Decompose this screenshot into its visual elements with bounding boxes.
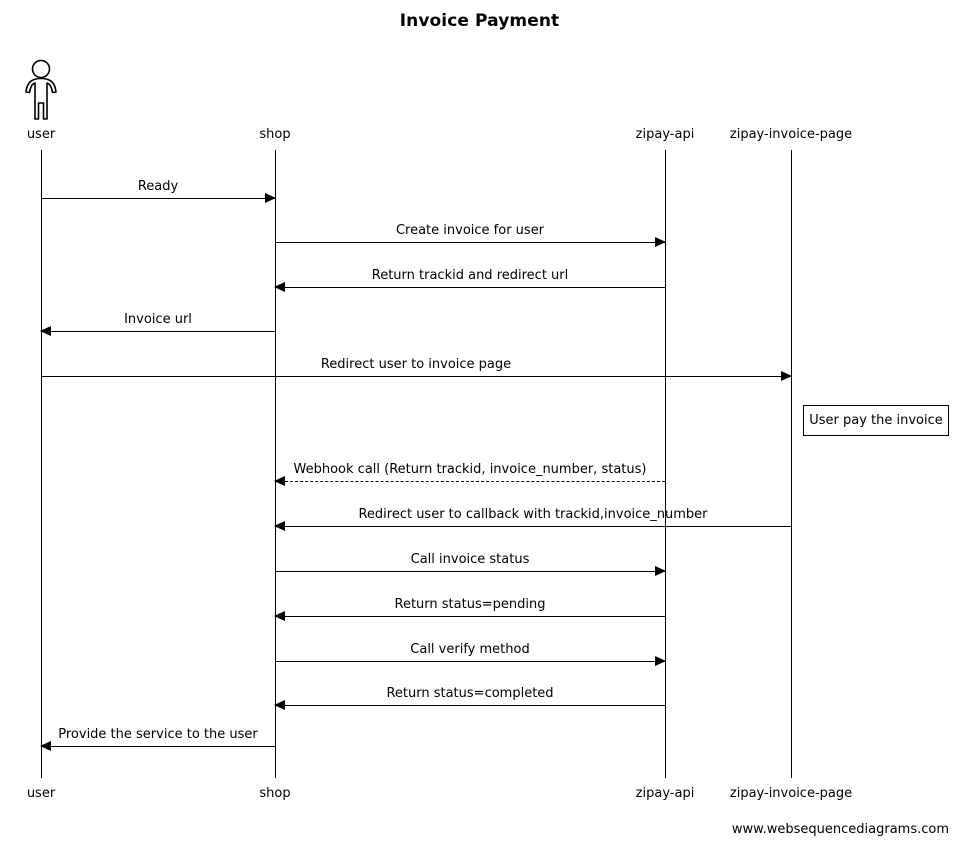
- participant-label-user-bottom: user: [26, 786, 56, 801]
- arrowhead-right-icon: [655, 566, 666, 576]
- note-user-pay-the-invoice: User pay the invoice: [803, 405, 949, 436]
- arrowhead-left-icon: [40, 741, 51, 751]
- participant-label-zipay-invoice-page-bottom: zipay-invoice-page: [729, 786, 853, 801]
- message-label: Ready: [137, 179, 179, 194]
- lifeline-zipay-invoice-page: [791, 150, 792, 778]
- arrowhead-left-icon: [274, 521, 285, 531]
- arrowhead-right-icon: [265, 193, 276, 203]
- lifeline-user: [41, 150, 42, 778]
- arrowhead-right-icon: [655, 237, 666, 247]
- arrowhead-left-icon: [40, 326, 51, 336]
- arrowhead-right-icon: [655, 656, 666, 666]
- message-label: Webhook call (Return trackid, invoice_nu…: [293, 462, 647, 477]
- message-line: [41, 746, 275, 747]
- message-line: [275, 705, 665, 706]
- message-label: Return status=pending: [394, 597, 546, 612]
- participant-label-zipay-api-top: zipay-api: [635, 127, 695, 142]
- message-label: Invoice url: [124, 312, 192, 327]
- message-line: [41, 331, 275, 332]
- message-label: Call verify method: [410, 642, 530, 657]
- lifeline-shop: [275, 150, 276, 778]
- arrowhead-right-icon: [781, 371, 792, 381]
- page-title: Invoice Payment: [399, 11, 560, 31]
- lifeline-zipay-api: [665, 150, 666, 778]
- footer-attribution: www.websequencediagrams.com: [731, 822, 949, 837]
- message-line: [275, 616, 665, 617]
- message-line: [41, 198, 275, 199]
- message-label: Call invoice status: [410, 552, 530, 567]
- message-label: Redirect user to callback with trackid,i…: [358, 507, 708, 522]
- message-line: [275, 661, 665, 662]
- message-line: [41, 376, 791, 377]
- arrowhead-left-icon: [274, 282, 285, 292]
- arrowhead-left-icon: [274, 700, 285, 710]
- participant-label-user-top: user: [26, 127, 56, 142]
- message-label: Return trackid and redirect url: [371, 268, 569, 283]
- message-line-dashed: [275, 481, 665, 482]
- message-line: [275, 526, 791, 527]
- actor-user-icon: [19, 59, 63, 121]
- arrowhead-left-icon: [274, 476, 285, 486]
- message-line: [275, 287, 665, 288]
- message-line: [275, 571, 665, 572]
- message-line: [275, 242, 665, 243]
- participant-label-shop-bottom: shop: [259, 786, 291, 801]
- arrowhead-left-icon: [274, 611, 285, 621]
- participant-label-zipay-invoice-page-top: zipay-invoice-page: [729, 127, 853, 142]
- message-label: Create invoice for user: [395, 223, 545, 238]
- message-label: Provide the service to the user: [58, 727, 258, 742]
- message-label: Return status=completed: [386, 686, 554, 701]
- note-text: User pay the invoice: [809, 413, 943, 428]
- participant-label-zipay-api-bottom: zipay-api: [635, 786, 695, 801]
- message-label: Redirect user to invoice page: [320, 357, 512, 372]
- participant-label-shop-top: shop: [259, 127, 291, 142]
